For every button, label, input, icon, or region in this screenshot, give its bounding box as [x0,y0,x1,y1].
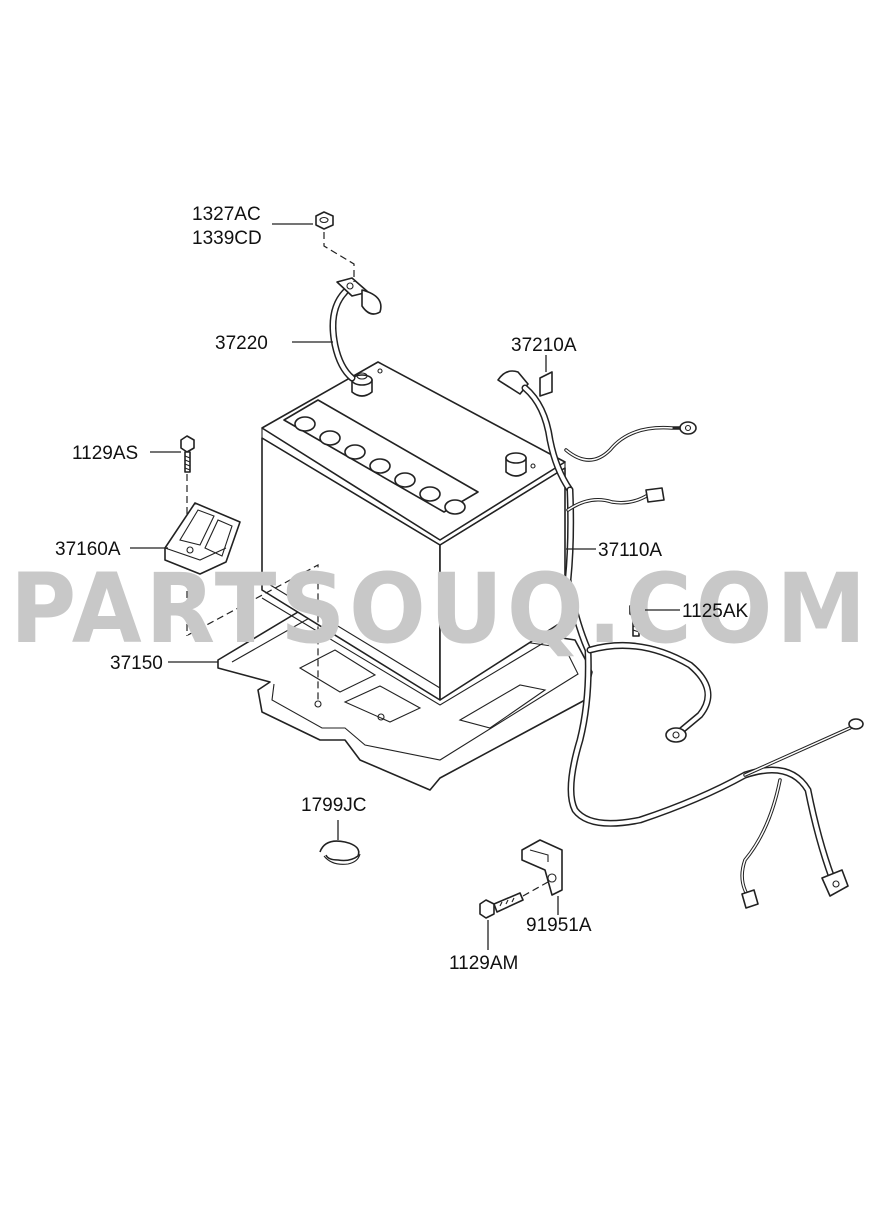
battery-clamp-37160A[interactable] [164,502,241,575]
nut-1327AC[interactable] [315,211,334,230]
label-37210A[interactable]: 37210A [511,335,577,356]
label-37160A[interactable]: 37160A [55,539,121,560]
leader-lines [130,223,680,950]
label-91951A[interactable]: 91951A [526,915,592,936]
battery[interactable] [261,361,566,706]
label-37150[interactable]: 37150 [110,653,163,674]
label-1327AC[interactable]: 1327AC [192,204,261,225]
wiring-harness-37110A[interactable] [564,421,864,909]
label-1129AM[interactable]: 1129AM [449,953,518,974]
label-1799JC[interactable]: 1799JC [301,795,367,816]
label-37220[interactable]: 37220 [215,333,268,354]
negative-cable-37220[interactable] [329,277,382,382]
clip-1799JC[interactable] [319,840,361,865]
label-1129AS[interactable]: 1129AS [72,443,138,464]
bolt-1129AM[interactable] [479,892,524,919]
positive-cable-37210A[interactable] [497,370,574,494]
bolt-1125AK[interactable] [629,601,644,637]
watermark: PARTSOUQ.COM [10,553,870,665]
bracket-91951A[interactable] [521,839,563,896]
label-37110A[interactable]: 37110A [598,540,662,561]
label-1339CD[interactable]: 1339CD [192,228,262,249]
label-1125AK[interactable]: 1125AK [682,601,749,622]
bolt-1129AS[interactable] [180,435,195,473]
